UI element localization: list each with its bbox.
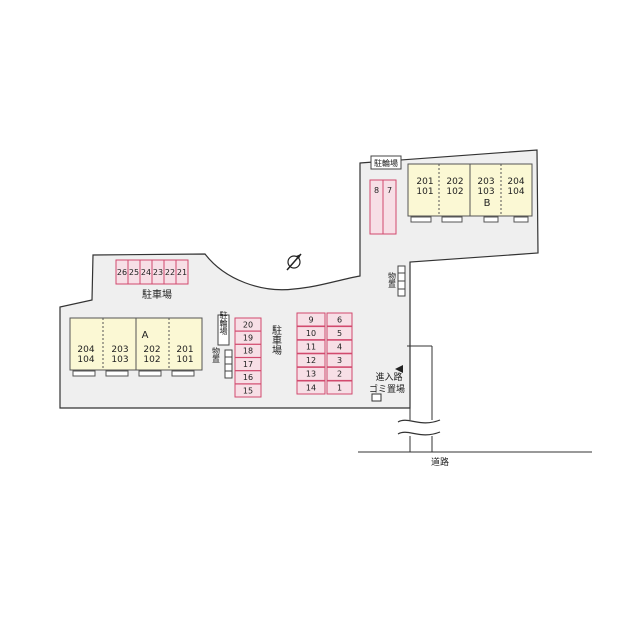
- unit-b4-upper: 204: [507, 177, 524, 187]
- parking-slot-number: 17: [243, 360, 253, 369]
- unit-b1-upper: 201: [416, 177, 433, 187]
- road-area: 道路: [358, 345, 592, 468]
- bike-parking-top: 駐輪場: [370, 155, 402, 170]
- parking-slot-number: 7: [387, 186, 392, 195]
- unit-b2-lower: 102: [446, 187, 463, 197]
- unit-b3-upper: 203: [477, 177, 494, 187]
- parking-center-label: 駐車場: [270, 324, 282, 356]
- parking-slot-number: 4: [337, 343, 342, 352]
- road-label: 道路: [431, 456, 449, 468]
- unit-b3-lower: 103: [477, 187, 494, 197]
- parking-slot-number: 15: [243, 386, 253, 395]
- unit-a2-lower: 103: [111, 355, 128, 365]
- parking-slot: [382, 179, 397, 235]
- parking-slot-number: 22: [165, 268, 175, 277]
- parking-slot: [296, 339, 326, 354]
- unit-b2-upper: 202: [446, 177, 463, 187]
- parking-slot-number: 21: [177, 268, 187, 277]
- parking-slot: [296, 380, 326, 395]
- unit-a1-lower: 104: [77, 355, 94, 365]
- unit-a4-upper: 201: [176, 345, 193, 355]
- parking-slot: [234, 383, 262, 398]
- parking-slot: [326, 366, 353, 381]
- parking-slot-number: 13: [306, 370, 316, 379]
- parking-slot-number: 16: [243, 373, 253, 382]
- parking-slot: [326, 339, 353, 354]
- parking-slot-number: 11: [306, 343, 316, 352]
- unit-a4-lower: 101: [176, 355, 193, 365]
- parking-slot: [296, 366, 326, 381]
- parking-slot-number: 1: [337, 383, 342, 392]
- parking-slot-number: 20: [243, 320, 253, 329]
- bike-parking-left-label: 駐輪場: [219, 310, 228, 336]
- building-b: B 201 101 202 102 203 103 204 104: [407, 163, 533, 223]
- north-arrow-icon: [286, 253, 302, 271]
- unit-b1-lower: 101: [416, 187, 433, 197]
- parking-top-label: 駐車場: [142, 288, 172, 301]
- garbage-box: [371, 393, 382, 402]
- parking-slot-number: 25: [129, 268, 139, 277]
- parking-slot-number: 23: [153, 268, 163, 277]
- arrow-left-icon: [395, 365, 403, 373]
- parking-slot-number: 6: [337, 315, 342, 324]
- unit-a2-upper: 203: [111, 345, 128, 355]
- parking-slot-number: 26: [117, 268, 127, 277]
- parking-slot: [296, 326, 326, 341]
- building-a: A 204 104 203 103 202 102 201 101: [69, 317, 203, 377]
- parking-slots-center-right: 6 5 4 3 2 1: [326, 312, 353, 395]
- parking-slot-number: 9: [308, 315, 313, 324]
- bike-parking-top-label: 駐輪場: [374, 158, 398, 168]
- storage-left-label: 物置: [212, 346, 221, 363]
- parking-slot-number: 14: [306, 383, 316, 392]
- storage-right-label: 物置: [388, 271, 397, 288]
- building-b-label: B: [484, 198, 491, 209]
- parking-slot-number: 5: [337, 329, 342, 338]
- entrance-marker: 進入路 ゴミ置場: [369, 365, 405, 402]
- parking-slot-number: 2: [337, 370, 342, 379]
- parking-slot-number: 8: [374, 186, 379, 195]
- parking-slot: [296, 312, 326, 327]
- parking-slot-number: 12: [306, 356, 316, 365]
- parking-slots-left-column: 20 19 18 17 16 15: [234, 317, 262, 398]
- entrance-label: 進入路: [375, 371, 402, 383]
- parking-slots-center-left: 9 10 11 12 13 14: [296, 312, 326, 395]
- wavy-break-icon: [397, 419, 441, 436]
- parking-slot-number: 10: [306, 329, 316, 338]
- parking-slot-number: 19: [243, 334, 253, 343]
- parking-slot: [296, 353, 326, 368]
- unit-a1-upper: 204: [77, 345, 94, 355]
- unit-a3-upper: 202: [143, 345, 160, 355]
- parking-slot-number: 18: [243, 347, 253, 356]
- building-a-label: A: [142, 330, 149, 341]
- parking-slot: [326, 353, 353, 368]
- parking-slot: [326, 312, 353, 327]
- parking-slot: [175, 259, 189, 285]
- parking-slot-number: 24: [141, 268, 151, 277]
- parking-slot: [326, 326, 353, 341]
- garbage-label: ゴミ置場: [369, 383, 405, 395]
- unit-a3-lower: 102: [143, 355, 160, 365]
- storage-right: 物置: [388, 265, 406, 297]
- parking-slot: [326, 380, 353, 395]
- unit-b4-lower: 104: [507, 187, 524, 197]
- storage-left: 物置: [212, 346, 233, 379]
- bike-parking-left: 駐輪場: [217, 310, 230, 346]
- parking-slot-number: 3: [337, 356, 342, 365]
